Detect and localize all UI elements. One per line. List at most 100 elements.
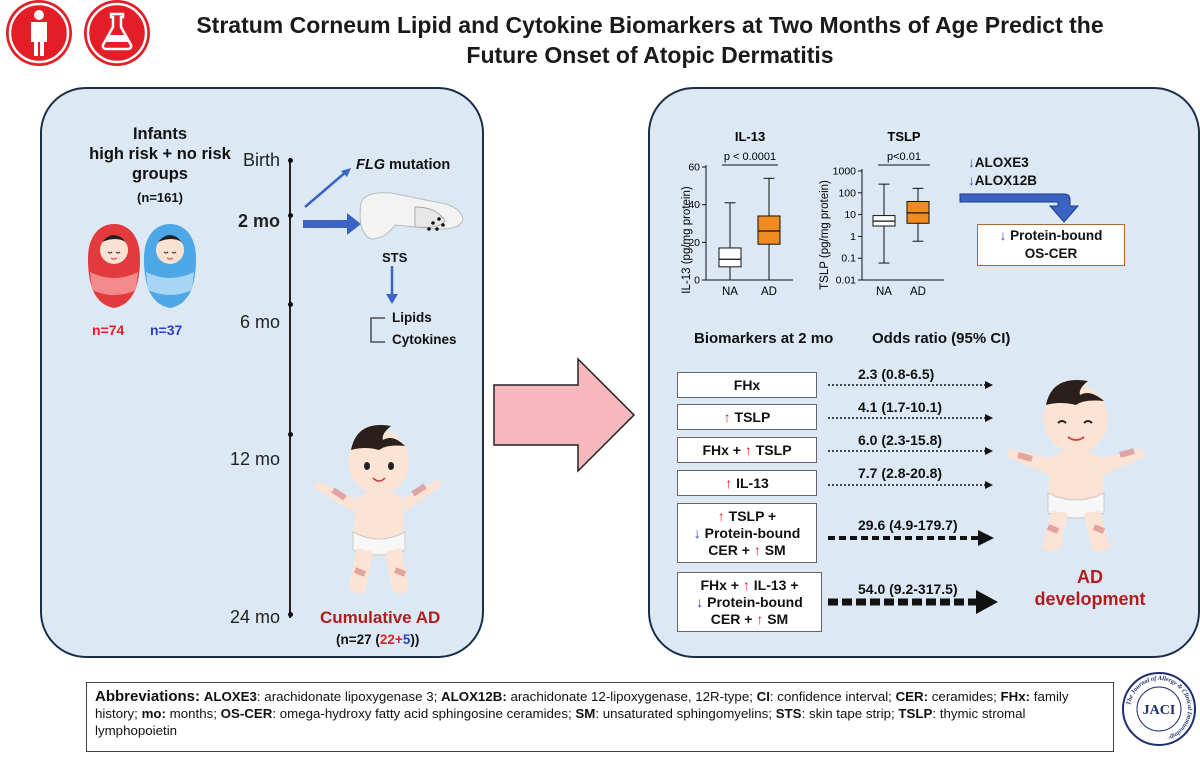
cumulative-ad-n: (n=27 (22+5)) [336, 632, 419, 647]
il13-xtick-ad: AD [761, 286, 777, 298]
or-arrow-4 [828, 481, 993, 489]
row-fhx-tslp-fhx: FHx + [702, 441, 745, 458]
alox-row-2: ↓ALOX12B [968, 172, 1037, 190]
up-arrow-icon: ↑ [744, 441, 756, 458]
infant-with-eczema-illustration [314, 425, 442, 594]
row5-tslp-plus: TSLP + [728, 507, 777, 524]
y-tick-label: 1000 [833, 166, 857, 178]
row-il13-label: ↑ IL-13 [725, 475, 769, 492]
jaci-logo: The Journal of Allergy & Clinical Immuno… [1122, 672, 1196, 746]
abbreviation-term: ALOX12B: [441, 689, 507, 704]
analysis-bracket [370, 317, 385, 343]
il13-xtick-na: NA [722, 286, 738, 298]
y-tick-label: 40 [688, 199, 700, 211]
abbreviation-definition: ceramides; [928, 689, 1001, 704]
cum-n-suffix: )) [410, 632, 420, 647]
infant-high-risk [88, 224, 140, 308]
y-tick-label: 20 [688, 237, 700, 249]
y-tick-label: 0.1 [841, 253, 856, 265]
timeline-dot [288, 432, 293, 437]
infant-no-risk [144, 224, 196, 308]
row-tslp-text: TSLP [734, 408, 771, 425]
box-na [718, 247, 742, 268]
alox-downregulated: ↓ALOXE3 ↓ALOX12B [968, 154, 1037, 190]
tslp-boxplot: TSLP p<0.01 TSLP (pg/mg protein) 0.010.1… [819, 129, 944, 298]
y-tick-label: 1 [850, 231, 856, 243]
protein-bound-oscer-box: ↓ Protein-bound OS-CER [977, 224, 1125, 266]
odds-ratio-arrows [828, 381, 998, 614]
row5-line3: CER + ↑ SM [708, 542, 785, 559]
row-fhx-tslp: FHx + ↑ TSLP [677, 437, 817, 463]
or-arrow-1 [828, 381, 993, 389]
timeline-2mo: 2 mo [237, 211, 280, 231]
tslp-title: TSLP [887, 129, 921, 144]
abbreviation-term: ALOXE3 [203, 689, 257, 704]
abbreviation-definition: : unsaturated sphingomyelins; [595, 706, 776, 721]
flask-icon [86, 2, 148, 64]
or-row-6: 54.0 (9.2-317.5) [858, 581, 958, 597]
row-fhx-tslp-tslp: TSLP [755, 441, 792, 458]
alox-row-1: ↓ALOXE3 [968, 154, 1037, 172]
abbreviation-definition: : skin tape strip; [801, 706, 899, 721]
abbreviation-term: mo: [141, 706, 166, 721]
alox-bent-arrow [959, 193, 1080, 223]
flg-gene: FLG [356, 157, 385, 173]
row6-sm: SM [767, 610, 789, 627]
flg-mutation-label: FLG mutation [356, 157, 450, 173]
timeline-dot [288, 158, 293, 163]
row-tslp: ↑ TSLP [677, 404, 817, 430]
abbreviation-definition: : arachidonate lipoxygenase 3; [256, 689, 441, 704]
or-row-5: 29.6 (4.9-179.7) [858, 517, 958, 533]
skin-tape-strip-arm [359, 192, 464, 240]
row-il13: ↑ IL-13 [677, 470, 817, 496]
row-fhx: FHx [677, 372, 817, 398]
abbreviation-definition: arachidonate 12-lipoxygenase, 12R-type; [506, 689, 757, 704]
ad-line-2: development [1034, 589, 1146, 609]
abbreviation-definition: months; [165, 706, 221, 721]
row5-line1: ↑ TSLP + [718, 508, 776, 525]
title-line-1: Stratum Corneum Lipid and Cytokine Bioma… [196, 12, 1104, 38]
up-arrow-icon: ↑ [753, 541, 765, 558]
row5-line2: ↓ Protein-bound [694, 525, 801, 542]
timeline-axis [289, 158, 291, 618]
biomarkers-header: Biomarkers at 2 mo [694, 330, 834, 347]
cytokines-label: Cytokines [392, 332, 457, 347]
down-arrow-icon: ↓ [968, 155, 975, 170]
tslp-boxes [872, 183, 930, 264]
row-fhx-label: FHx [733, 376, 761, 393]
row-il13-text: IL-13 [736, 474, 769, 491]
down-arrow-icon: ↓ [999, 228, 1011, 243]
abbreviation-definition: : thymic stromal lymphopoietin [95, 706, 1026, 738]
y-tick-label: 100 [838, 187, 856, 199]
protein-bound-row: ↓ Protein-bound [978, 227, 1124, 245]
row6-line3: CER + ↑ SM [711, 611, 788, 628]
row-fhx-tslp-label: FHx + ↑ TSLP [702, 442, 791, 459]
down-arrow-icon: ↓ [696, 593, 708, 610]
abbreviation-term: SM [575, 706, 596, 721]
row6-protein-bound: Protein-bound [707, 593, 803, 610]
y-tick-label: 0.01 [836, 275, 857, 287]
oscer-label: OS-CER [1024, 246, 1078, 261]
row-fhx-il13-pbcer-sm: FHx + ↑ IL-13 + ↓ Protein-bound CER + ↑ … [677, 572, 822, 632]
row6-line2: ↓ Protein-bound [696, 594, 803, 611]
il13-pvalue: p < 0.0001 [724, 151, 776, 163]
timeline-24mo: 24 mo [229, 607, 280, 627]
cum-n-no-risk: 5 [402, 632, 411, 647]
row6-line1: FHx + ↑ IL-13 + [700, 577, 798, 594]
cohort-title: Infants high risk + no risk groups [80, 124, 240, 184]
y-tick-label: 60 [688, 162, 700, 174]
abbreviation-term: CER: [895, 689, 929, 704]
flask-badge [84, 0, 150, 66]
abbreviation-definition: : confidence interval; [769, 689, 896, 704]
n-no-risk: n=37 [150, 322, 183, 338]
timeline-birth: Birth [242, 150, 280, 170]
il13-ylabel: IL-13 (pg/mg protein) [681, 186, 693, 294]
or-row-2: 4.1 (1.7-10.1) [858, 399, 943, 415]
timeline-dot [288, 213, 293, 218]
row5-sm: SM [764, 541, 786, 558]
or-arrow-3 [828, 447, 993, 455]
cum-n-high-risk: 22 [379, 632, 395, 647]
infant-ad-illustration [1006, 380, 1146, 552]
odds-ratio-header: Odds ratio (95% CI) [872, 330, 1011, 347]
abbreviation-term: CI [756, 689, 770, 704]
